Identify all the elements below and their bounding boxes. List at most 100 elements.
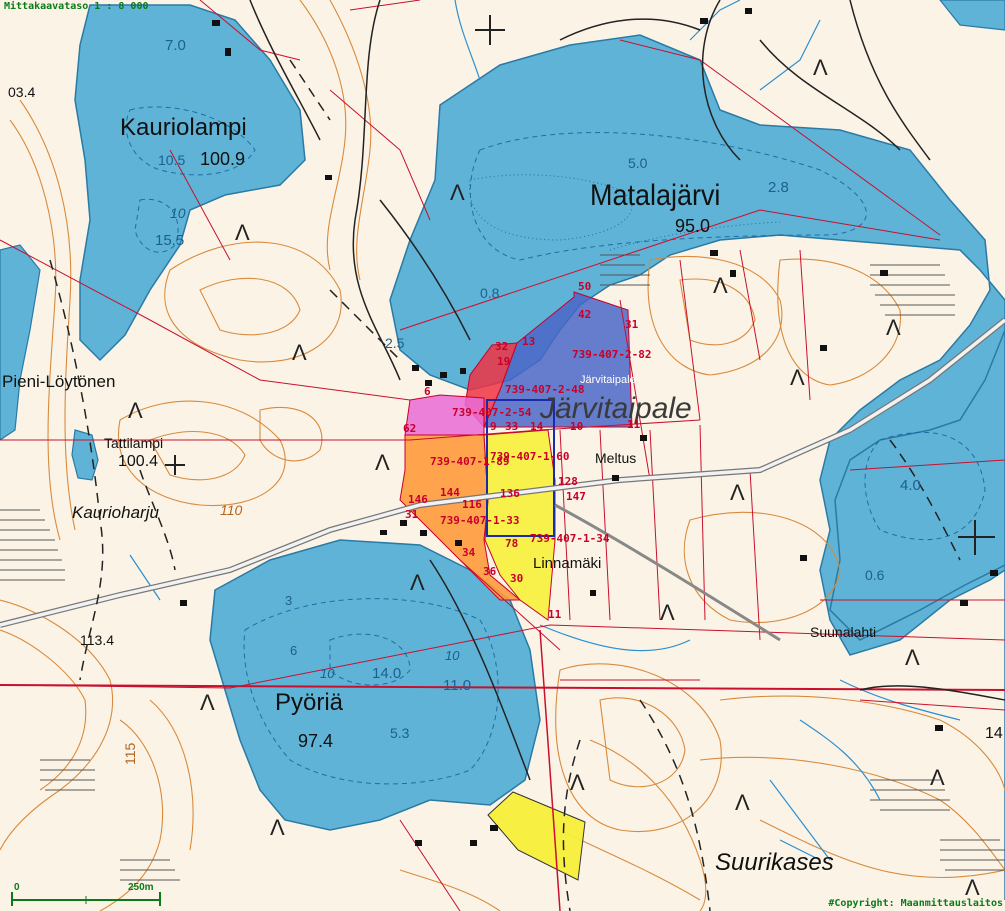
parcel-number: 31	[625, 318, 639, 331]
parcel-number: 32	[495, 340, 508, 353]
svg-text:Λ: Λ	[570, 770, 585, 795]
svg-text:Λ: Λ	[292, 340, 307, 365]
svg-text:Λ: Λ	[905, 645, 920, 670]
depth-label: 7.0	[165, 37, 186, 54]
parcel-id[interactable]: 739-407-1-60	[490, 450, 569, 463]
scalebar-end: 250m	[128, 882, 154, 893]
svg-text:Λ: Λ	[450, 180, 465, 205]
svg-text:Λ: Λ	[735, 790, 750, 815]
scalebar-zero: 0	[14, 882, 20, 893]
parcel-number: 128	[558, 475, 578, 488]
depth-label: 6	[290, 643, 297, 658]
parcel-number: 136	[500, 487, 520, 500]
svg-text:Λ: Λ	[965, 875, 980, 900]
cross-markers	[165, 15, 995, 555]
parcel-number: 147	[566, 490, 586, 503]
parcel-number: 13	[522, 335, 535, 348]
parcel-number: 50	[578, 280, 591, 293]
elevation-label: 115	[122, 742, 138, 765]
depth-label: 10	[320, 666, 335, 681]
parcel-id[interactable]: 739-407-2-48	[505, 383, 584, 396]
place-kaurioharju: Kaurioharju	[72, 503, 159, 522]
svg-text:Λ: Λ	[235, 220, 250, 245]
parcel-number: 31	[405, 508, 419, 521]
selection-box[interactable]	[486, 399, 555, 537]
depth-contours	[125, 106, 986, 785]
parcel-number: 19	[497, 355, 510, 368]
elevation-label: 110	[220, 502, 243, 518]
depth-label: 5.3	[390, 725, 410, 741]
buildings	[180, 8, 998, 846]
depth-label: 2.8	[768, 179, 789, 196]
depth-label: 14.0	[372, 665, 401, 682]
depth-label: 0.6	[865, 567, 885, 583]
svg-text:Λ: Λ	[886, 315, 901, 340]
lake-west-strip	[0, 244, 41, 441]
elevation-label: 14	[985, 725, 1003, 742]
depth-label: 0.8	[480, 285, 500, 301]
depth-label: 10.5	[158, 152, 185, 168]
parcel-id[interactable]: 739-407-2-54	[452, 406, 532, 419]
parcel-area-pink[interactable]	[404, 394, 485, 436]
depth-label: 2.5	[385, 335, 405, 351]
copyright-label: #Copyright: Maanmittauslaitos	[828, 898, 1003, 909]
scalebar: 0 250m	[11, 882, 161, 906]
place-jarvitaipale-label: Järvitaipale	[580, 374, 636, 386]
parcel-id[interactable]: 739-407-1-34	[530, 532, 610, 545]
parcel-number: 10	[570, 420, 583, 433]
lake-name-tattilampi: Tattilampi	[104, 435, 163, 451]
elevation-label: 03.4	[8, 84, 35, 100]
parcel-id[interactable]: 739-407-1-89	[430, 455, 509, 468]
svg-text:Λ: Λ	[270, 815, 285, 840]
lake-top-right	[939, 0, 1005, 31]
lake-name-pyoria: Pyöriä	[275, 689, 344, 716]
depth-label: 4.0	[900, 477, 921, 494]
svg-text:Λ: Λ	[660, 600, 675, 625]
parcel-number: 42	[578, 308, 591, 321]
side-road	[554, 503, 781, 642]
lake-elevation-kauriolampi: 100.9	[200, 149, 245, 169]
lake-tattilampi	[71, 429, 99, 481]
parcel-number: 33	[505, 420, 518, 433]
svg-text:Λ: Λ	[813, 55, 828, 80]
depth-label: 10	[170, 205, 186, 221]
place-linnamaki: Linnamäki	[533, 555, 601, 572]
svg-text:Λ: Λ	[128, 398, 143, 423]
parcel-number: 30	[510, 572, 523, 585]
depth-label: 3	[285, 593, 292, 608]
parcel-area-yellow-south[interactable]	[487, 791, 586, 881]
depth-label: 15.5	[155, 232, 184, 249]
svg-text:Λ: Λ	[410, 570, 425, 595]
depth-label: 10	[445, 648, 460, 663]
parcel-number: 11	[548, 608, 562, 621]
lake-matalajarvi-east	[829, 329, 1005, 641]
lake-name-kauriolampi: Kauriolampi	[120, 114, 247, 141]
parcel-number: 146	[408, 493, 428, 506]
parcel-number: 6	[424, 385, 431, 398]
lake-elevation-tattilampi: 100.4	[118, 453, 158, 470]
parcel-number: 34	[462, 546, 476, 559]
svg-text:Λ: Λ	[730, 480, 745, 505]
parcel-number: 36	[483, 565, 497, 578]
parcel-number: 14	[530, 420, 544, 433]
svg-text:Λ: Λ	[375, 450, 390, 475]
lake-kauriolampi	[74, 4, 306, 362]
parcel-number: 9	[490, 420, 497, 433]
place-jarvitaipale: Järvitaipale	[539, 392, 692, 425]
svg-text:Λ: Λ	[790, 365, 805, 390]
lake-elevation-pyoria: 97.4	[298, 731, 333, 751]
slope-symbols: ΛΛΛ ΛΛΛ ΛΛΛ ΛΛΛ ΛΛΛ ΛΛΛ Λ	[128, 55, 980, 900]
place-suurikases: Suurikases	[715, 849, 834, 876]
parcel-id[interactable]: 739-407-2-82	[572, 348, 651, 361]
parcel-number: 144	[440, 486, 460, 499]
svg-text:Λ: Λ	[713, 273, 728, 298]
parcel-number: 62	[403, 422, 416, 435]
lake-elevation-matalajarvi: 95.0	[675, 216, 710, 236]
parcel-id[interactable]: 739-407-1-33	[440, 514, 519, 527]
scale-level-label: Mittakaavataso 1 : 8 000	[4, 1, 149, 12]
